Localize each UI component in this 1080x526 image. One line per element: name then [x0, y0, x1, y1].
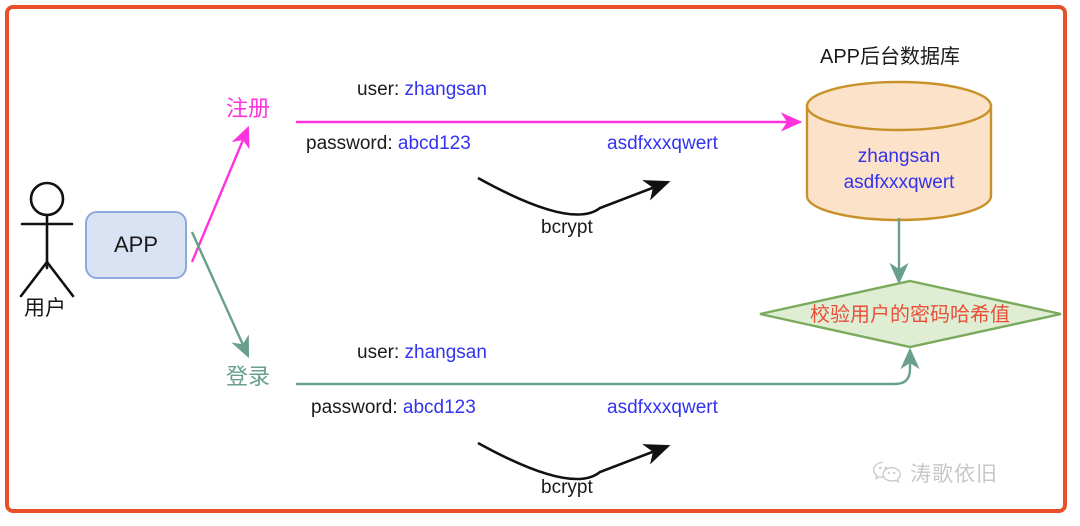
login-user-value: zhangsan	[404, 342, 487, 363]
register-password-value: abcd123	[397, 133, 471, 154]
login-password-value: abcd123	[402, 397, 476, 418]
stick-figure-person-icon	[19, 181, 75, 298]
login-bcrypt-label: bcrypt	[541, 477, 593, 498]
login-password-text: password: abcd123	[311, 398, 476, 417]
login-branch-arrow	[190, 231, 250, 359]
register-user-value: zhangsan	[404, 79, 487, 100]
login-user-prefix: user:	[357, 342, 405, 363]
app-node-label: APP	[113, 232, 159, 257]
database-record-user: zhangsan	[857, 146, 941, 167]
register-hash-value: asdfxxxqwert	[607, 133, 718, 154]
register-password-prefix: password:	[306, 133, 398, 154]
database-cylinder-top	[805, 80, 993, 132]
register-bcrypt-label: bcrypt	[541, 217, 593, 238]
login-user-text: user: zhangsan	[357, 343, 487, 362]
actor-label: 用户	[24, 297, 66, 320]
register-branch-arrow	[190, 125, 250, 263]
stick-figure-right-leg	[45, 260, 75, 298]
database-record-hash: asdfxxxqwert	[843, 172, 955, 194]
login-flow-label: 登录	[226, 364, 271, 389]
register-user-text: user: zhangsan	[357, 80, 487, 99]
stick-figure-head	[29, 181, 65, 217]
wechat-logo-icon	[872, 461, 901, 484]
login-hash-value: asdfxxxqwert	[607, 397, 718, 418]
decision-label: 校验用户的密码哈希值	[810, 304, 1010, 326]
database-record: zhangsan asdfxxxqwert	[807, 144, 991, 196]
register-user-prefix: user:	[357, 79, 405, 100]
database-cylinder-node[interactable]	[805, 80, 993, 222]
watermark: 涛歌依旧	[872, 458, 998, 488]
login-password-prefix: password:	[311, 397, 403, 418]
app-node-box[interactable]	[85, 211, 187, 279]
register-flow-label: 注册	[226, 96, 271, 121]
database-cylinder-body	[805, 104, 993, 222]
decision-diamond-node[interactable]	[759, 279, 1062, 349]
watermark-text: 涛歌依旧	[910, 463, 998, 486]
stick-figure-left-leg	[19, 260, 49, 298]
register-bcrypt-arrow	[477, 176, 671, 216]
register-password-text: password: abcd123	[306, 134, 471, 153]
database-title: APP后台数据库	[820, 46, 961, 68]
login-to-decision-arrow	[296, 347, 920, 386]
login-bcrypt-arrow	[477, 441, 671, 481]
